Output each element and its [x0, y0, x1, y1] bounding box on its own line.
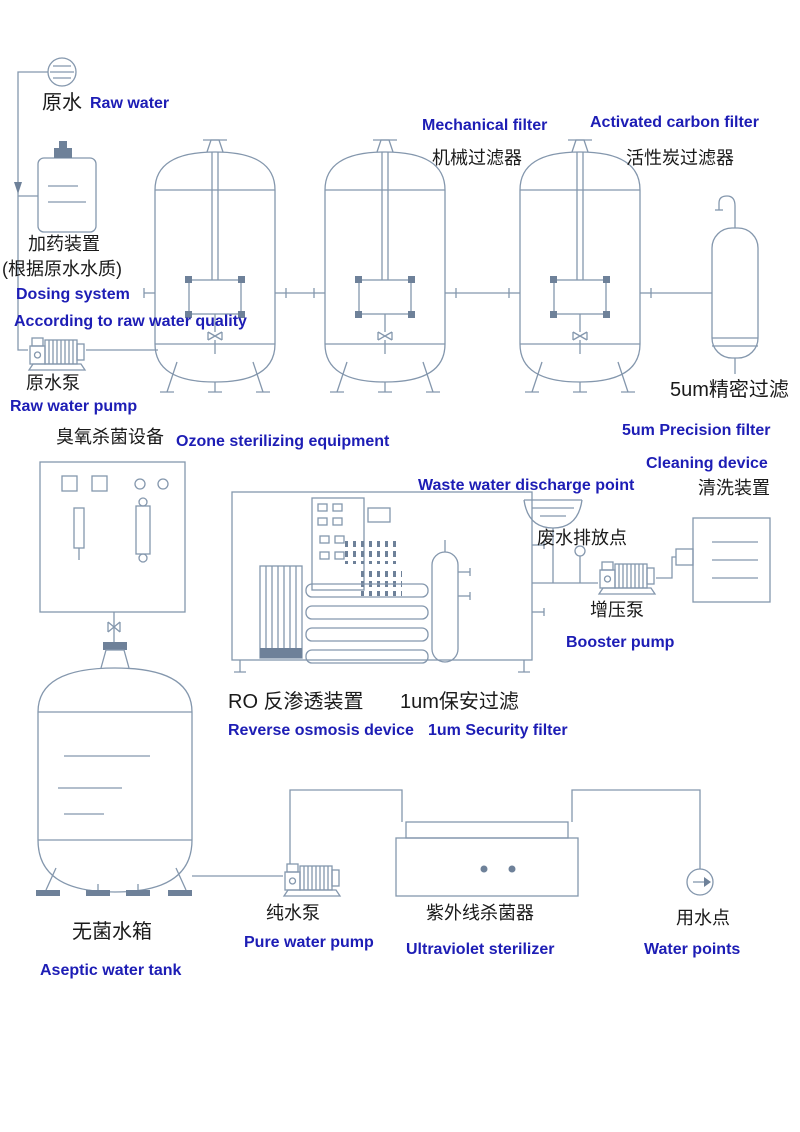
ro-device-label-zh: RO 反渗透装置: [228, 691, 364, 713]
raw-water-source-icon: [47, 57, 77, 87]
mechanical-filter-label-zh: 机械过滤器: [432, 148, 522, 168]
pure-water-pump-icon: [283, 863, 341, 897]
booster-pump-icon: [598, 561, 656, 595]
pure-water-pump-label-en: Pure water pump: [244, 934, 374, 951]
cleaning-device-label-en: Cleaning device: [646, 455, 768, 472]
uv-sterilizer-body: [395, 821, 579, 897]
water-points-label-zh: 用水点: [676, 908, 730, 928]
waste-discharge-label-en: Waste water discharge point: [418, 477, 635, 494]
dosing-note-en: According to raw water quality: [14, 313, 247, 330]
raw-water-label-en: Raw water: [90, 95, 170, 112]
raw-water-pump-label-zh: 原水泵: [26, 373, 80, 393]
ozone-label-en: Ozone sterilizing equipment: [176, 433, 390, 450]
aseptic-tank-label-zh: 无菌水箱: [72, 921, 152, 943]
cleaning-device-label-zh: 清洗装置: [698, 478, 770, 498]
waste-discharge-funnel: [523, 499, 583, 529]
security-filter-label-zh: 1um保安过滤: [400, 691, 519, 713]
waste-discharge-label-zh: 废水排放点: [537, 528, 627, 548]
dosing-note-zh: (根据原水水质): [2, 259, 122, 279]
ozone-label-zh: 臭氧杀菌设备: [56, 427, 164, 447]
precision-filter-vessel: [711, 195, 759, 359]
uv-sterilizer-label-en: Ultraviolet sterilizer: [406, 941, 555, 958]
dosing-tank: [37, 141, 97, 233]
pipe-network: [14, 71, 736, 877]
aseptic-tank-label-en: Aseptic water tank: [40, 962, 182, 979]
booster-pump-label-zh: 增压泵: [590, 600, 644, 620]
booster-pump-label-en: Booster pump: [566, 634, 675, 651]
raw-water-pump-icon: [28, 337, 86, 371]
pure-water-pump-label-zh: 纯水泵: [266, 903, 320, 923]
ro-device-label-en: Reverse osmosis device: [228, 722, 414, 739]
activated-carbon-label-en: Activated carbon filter: [590, 114, 759, 131]
water-point-icon: [686, 868, 714, 896]
ozone-equipment-cabinet: [39, 461, 186, 613]
security-filter-vessel: [431, 540, 471, 663]
dosing-label-en: Dosing system: [16, 286, 130, 303]
mechanical-filter-tank-1: [143, 139, 287, 393]
activated-carbon-label-zh: 活性炭过滤器: [626, 148, 734, 168]
activated-carbon-filter-tank: [508, 139, 652, 393]
dosing-label-zh: 加药装置: [28, 234, 100, 254]
raw-water-label-zh: 原水: [42, 92, 82, 114]
mechanical-filter-tank-2: [313, 139, 457, 393]
uv-sterilizer-label-zh: 紫外线杀菌器: [426, 903, 534, 923]
aseptic-water-tank-vessel: [36, 642, 193, 896]
ro-device-frame: [231, 491, 545, 673]
cleaning-device-cabinet: [675, 517, 771, 603]
water-points-label-en: Water points: [644, 941, 741, 958]
raw-water-pump-label-en: Raw water pump: [10, 398, 138, 415]
security-filter-label-en: 1um Security filter: [428, 722, 568, 739]
precision-filter-label-zh: 5um精密过滤: [670, 379, 789, 401]
precision-filter-label-en: 5um Precision filter: [622, 422, 771, 439]
mechanical-filter-label-en: Mechanical filter: [422, 117, 548, 134]
